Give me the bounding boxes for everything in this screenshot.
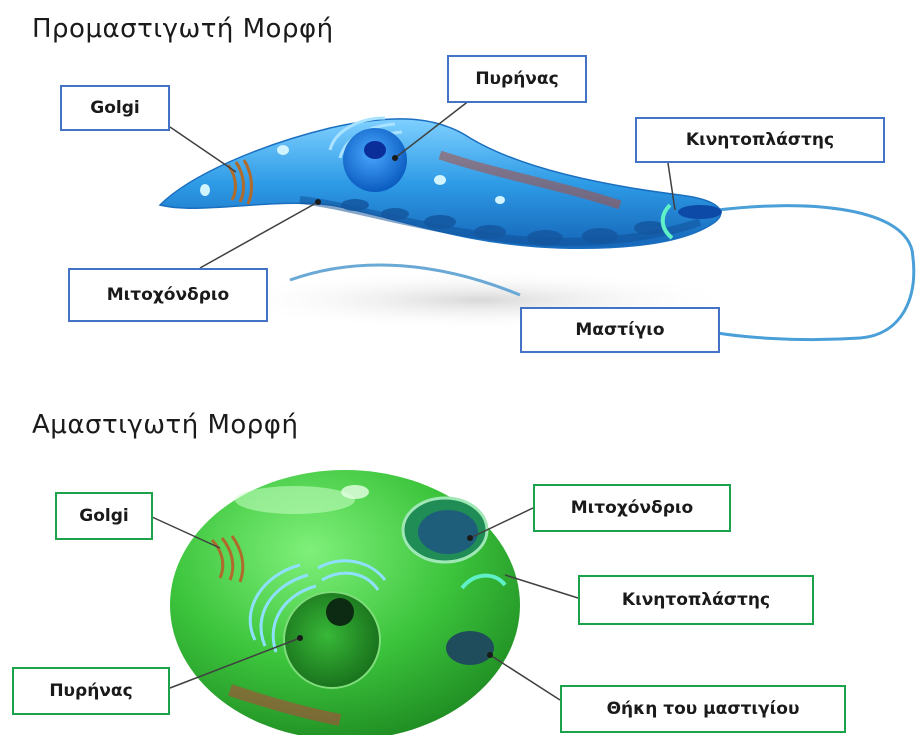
promastigote-nucleus xyxy=(343,128,407,192)
label-nucleus: Πυρήνας xyxy=(447,55,587,103)
label-golgi: Golgi xyxy=(60,85,170,131)
amastigote-nucleolus xyxy=(326,598,354,626)
label-kinetoplast-2: Κινητοπλάστης xyxy=(578,575,814,625)
amastigote-leader-dot-3 xyxy=(487,652,493,658)
label-kinetoplast: Κινητοπλάστης xyxy=(635,117,885,163)
flagellum-line xyxy=(700,206,914,340)
amastigote-illustration xyxy=(170,470,520,735)
amastigote-leader-dot xyxy=(467,535,473,541)
label-golgi-2: Golgi xyxy=(55,492,153,540)
promastigote-nucleolus xyxy=(364,141,386,159)
label-mitochondrion: Μιτοχόνδριο xyxy=(68,268,268,322)
promastigote-title: Προμαστιγωτή Μορφή xyxy=(32,14,334,44)
label-mitochondrion-2: Μιτοχόνδριο xyxy=(533,484,731,532)
label-nucleus-2: Πυρήνας xyxy=(12,667,170,715)
promastigote-leader-dot xyxy=(392,155,398,161)
amastigote-leader-dot-2 xyxy=(297,635,303,641)
amastigote-highlight-2 xyxy=(341,485,369,499)
amastigote-title: Αμαστιγωτή Μορφή xyxy=(32,410,298,440)
flagellar-pocket-shape-2 xyxy=(446,631,494,665)
flagellar-pocket-shape xyxy=(678,205,722,219)
label-flagellum: Μαστίγιο xyxy=(520,307,720,353)
label-flagellar-pocket: Θήκη του μαστιγίου xyxy=(560,685,846,733)
promastigote-leader-dot-2 xyxy=(315,199,321,205)
mitochondrion-inner xyxy=(418,510,478,554)
amastigote-highlight xyxy=(235,486,355,514)
